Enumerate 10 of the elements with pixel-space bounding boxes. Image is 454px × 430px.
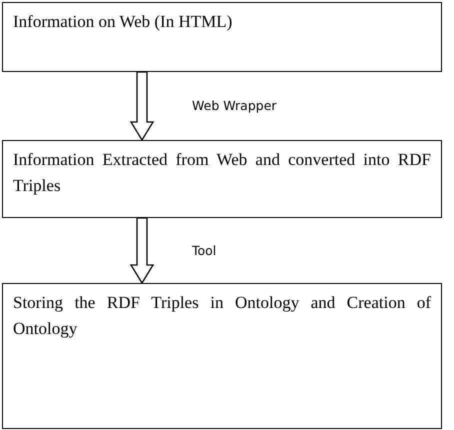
edge-label: Tool: [192, 242, 216, 258]
process-box: [2, 2, 442, 72]
box-text: Information on Web (In HTML): [13, 11, 234, 33]
box-text: Storing the RDF Triples in Ontology and Creation of Ontology: [13, 292, 431, 340]
hollow-arrow: [130, 217, 154, 284]
process-box: [2, 140, 442, 218]
edge-label: Web Wrapper: [192, 98, 277, 113]
process-box: [2, 283, 442, 429]
box-text: Information Extracted from Web and converted into RDF Triples: [13, 149, 431, 197]
hollow-arrow: [130, 71, 154, 142]
